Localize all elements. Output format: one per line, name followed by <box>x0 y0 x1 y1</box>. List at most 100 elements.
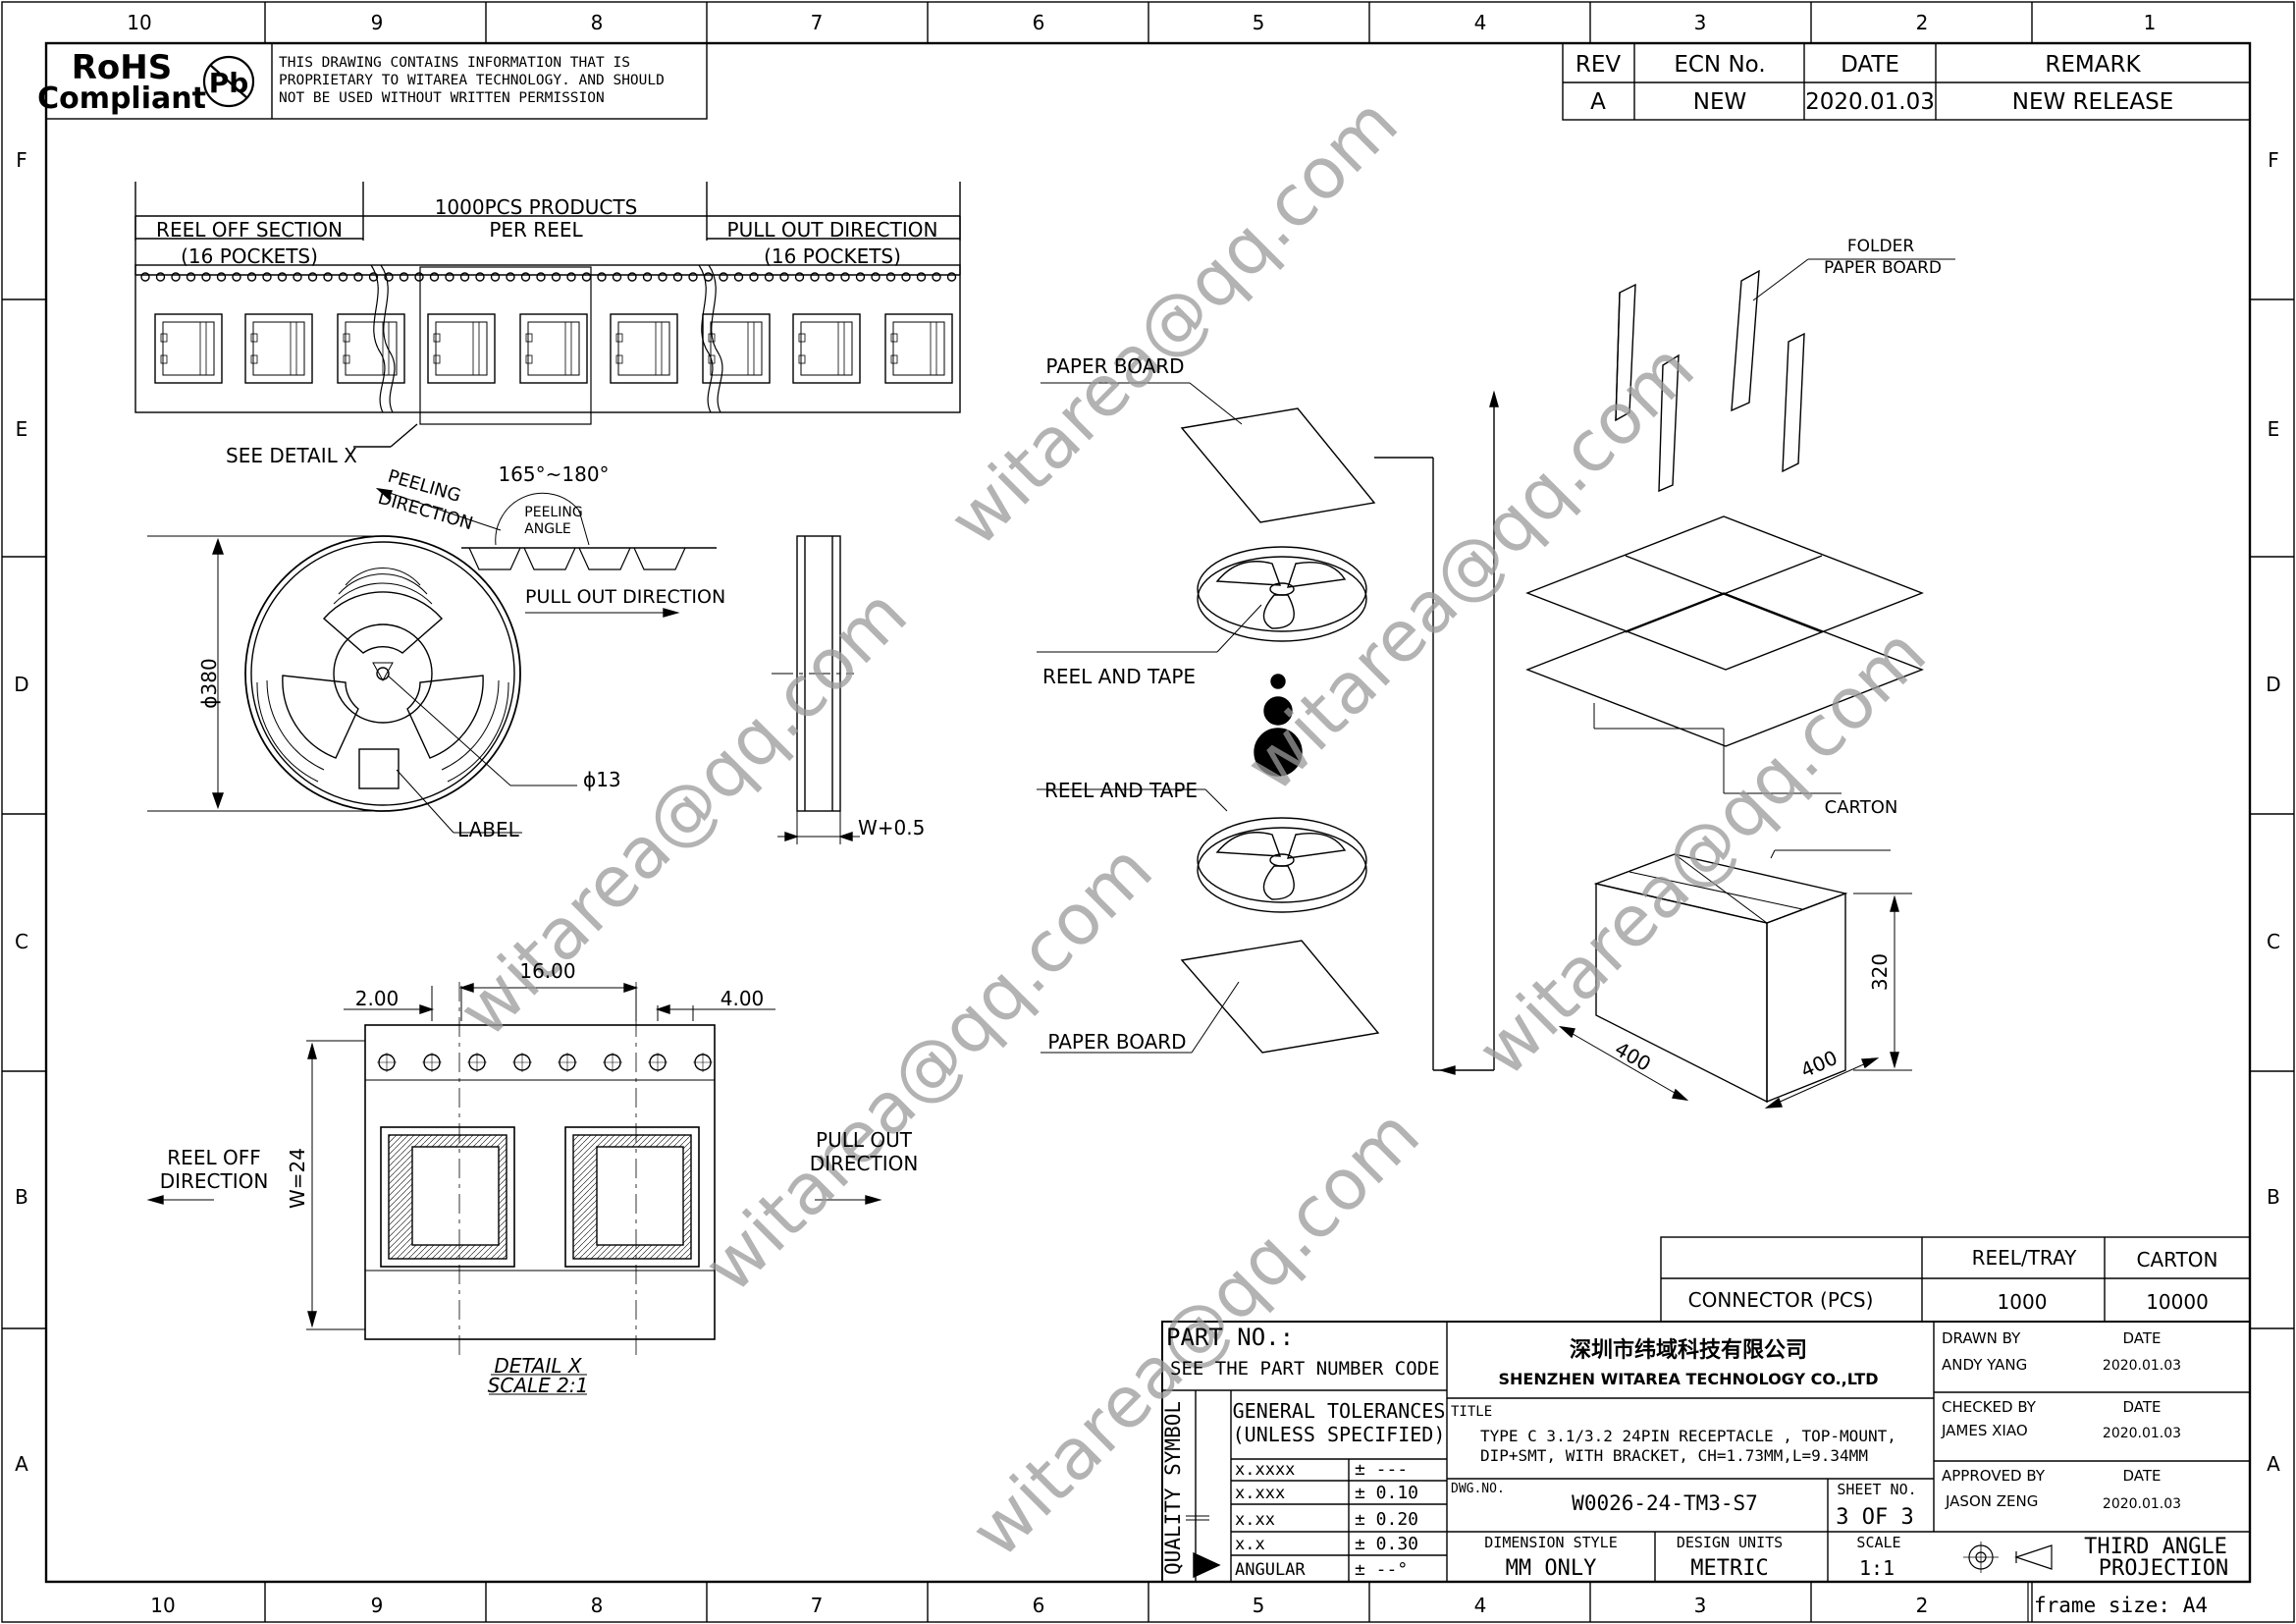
zone-number: 2 <box>1916 1594 1929 1617</box>
title-line: DIP+SMT, WITH BRACKET, CH=1.73MM,L=9.34M… <box>1480 1446 1868 1465</box>
reel-off-section-label: REEL OFF SECTION <box>156 218 343 242</box>
drawn-by-name: ANDY YANG <box>1942 1356 2027 1374</box>
pocket <box>792 313 861 384</box>
zone-number: 6 <box>1033 1594 1045 1617</box>
sprocket-hole <box>703 272 714 282</box>
zone-number: 2 <box>1916 11 1929 34</box>
sprocket-hole <box>764 272 774 282</box>
pitch-dimension: 16.00 <box>519 959 575 983</box>
hole-dimension: 2.00 <box>355 987 400 1010</box>
tolerance-format: ANGULAR <box>1235 1560 1306 1580</box>
sprocket-hole <box>749 272 759 282</box>
tolerance-value: ± 0.10 <box>1355 1483 1418 1503</box>
zone-letter: A <box>2267 1452 2280 1476</box>
tolerance-format: x.x <box>1235 1535 1265 1554</box>
unless-specified-label: (UNLESS SPECIFIED) <box>1233 1423 1446 1446</box>
zone-letter: F <box>16 148 27 172</box>
sprocket-hole <box>779 272 789 282</box>
zone-number: 7 <box>811 11 824 34</box>
part-no-note: SEE THE PART NUMBER CODE <box>1170 1358 1440 1380</box>
detail-x-view <box>146 982 882 1395</box>
zone-number: 4 <box>1474 11 1487 34</box>
approved-by-label: APPROVED BY <box>1942 1467 2046 1485</box>
sprocket-hole <box>946 272 957 282</box>
zone-number: 5 <box>1253 11 1265 34</box>
ecn-header: ECN No. <box>1674 52 1765 78</box>
sprocket-hole <box>384 272 394 282</box>
sprocket-hole <box>399 272 409 282</box>
lead-free-icon <box>202 55 255 108</box>
pocket <box>610 313 678 384</box>
sprocket-hole <box>566 272 576 282</box>
revision-table <box>1562 42 2251 121</box>
watermark-text: witarea@qq.com <box>1462 612 1942 1092</box>
zone-number: 9 <box>371 1594 384 1617</box>
zone-number: 8 <box>591 11 604 34</box>
sheet-no: 3 OF 3 <box>1836 1505 1913 1530</box>
label-label: LABEL <box>457 818 520 841</box>
sprocket-hole <box>475 272 485 282</box>
zone-number: 4 <box>1474 1594 1487 1617</box>
peeling-angle-value: 165°~180° <box>498 462 609 486</box>
scale-label: SCALE <box>1856 1534 1900 1551</box>
watermark-text: witarea@qq.com <box>934 81 1414 562</box>
projection-cone-icon <box>2014 1544 2053 1570</box>
reel-side-view <box>772 535 860 844</box>
sprocket-hole <box>506 272 515 282</box>
zone-number: 1 <box>2144 11 2157 34</box>
packing-exploded-view <box>1037 258 1955 1109</box>
pull-out-direction-label: DIRECTION <box>810 1152 919 1175</box>
reel-tape-label: REEL AND TAPE <box>1044 779 1198 802</box>
sprocket-hole <box>520 272 531 282</box>
sprocket-hole <box>901 272 911 282</box>
folder-label: FOLDER <box>1847 237 1914 256</box>
folder-label: PAPER BOARD <box>1824 258 1942 278</box>
zone-letter: C <box>2267 930 2280 953</box>
design-units-label: DESIGN UNITS <box>1677 1534 1783 1551</box>
reel-off-direction-label: DIRECTION <box>160 1169 269 1193</box>
tolerance-value: ± 0.30 <box>1355 1534 1418 1554</box>
approved-date-label: DATE <box>2122 1467 2161 1485</box>
per-reel-label: 1000PCS PRODUCTS <box>435 195 638 219</box>
tape-pockets <box>154 313 953 384</box>
dimension-style-label: DIMENSION STYLE <box>1484 1534 1617 1551</box>
drawn-date-label: DATE <box>2122 1329 2161 1347</box>
zone-number: 7 <box>811 1594 824 1617</box>
sprocket-hole <box>794 272 805 282</box>
tolerance-value: ± --° <box>1355 1559 1408 1580</box>
proprietary-notice: PROPRIETARY TO WITAREA TECHNOLOGY. AND S… <box>279 73 665 88</box>
zone-letter: C <box>15 930 28 953</box>
sprocket-hole <box>338 272 348 282</box>
sprocket-hole <box>445 272 454 282</box>
remark-value: NEW RELEASE <box>2012 89 2174 115</box>
sprocket-hole <box>642 272 653 282</box>
pull-out-pockets-label: (16 POCKETS) <box>764 244 901 268</box>
sprocket-hole <box>688 272 698 282</box>
sprocket-hole <box>459 272 470 282</box>
dimension-style: MM ONLY <box>1506 1556 1597 1581</box>
quality-symbol-label: QUALITY SYMBOL <box>1161 1401 1185 1575</box>
sheet-no-label: SHEET NO. <box>1837 1481 1916 1498</box>
company-name-cn: 深圳市纬域科技有限公司 <box>1570 1337 1807 1363</box>
peeling-angle-label: ANGLE <box>524 521 571 537</box>
sprocket-hole <box>672 272 683 282</box>
rohs-compliant: Compliant <box>37 81 206 116</box>
tolerance-format: x.xxx <box>1235 1484 1285 1503</box>
pocket <box>427 313 496 384</box>
reel-tape-label: REEL AND TAPE <box>1042 665 1196 688</box>
proprietary-notice: NOT BE USED WITHOUT WRITTEN PERMISSION <box>279 90 605 106</box>
detail-caption: DETAIL X <box>494 1354 582 1378</box>
carton-quantity: 10000 <box>2146 1290 2209 1314</box>
part-no-label: PART NO.: <box>1166 1324 1294 1351</box>
pocket <box>884 313 953 384</box>
zone-number: 3 <box>1694 11 1707 34</box>
dwg-no: W0026-24-TM3-S7 <box>1572 1491 1758 1515</box>
checked-by-label: CHECKED BY <box>1942 1398 2037 1416</box>
reel-pull-out-label: PULL OUT DIRECTION <box>525 586 725 608</box>
sprocket-hole <box>536 272 546 282</box>
frame-size: frame size: A4 <box>2034 1594 2208 1617</box>
title-label: TITLE <box>1451 1404 1492 1420</box>
watermark-text: witarea@qq.com <box>443 572 923 1053</box>
reel-diameter-label: ϕ380 <box>197 658 221 708</box>
design-units: METRIC <box>1690 1556 1768 1581</box>
